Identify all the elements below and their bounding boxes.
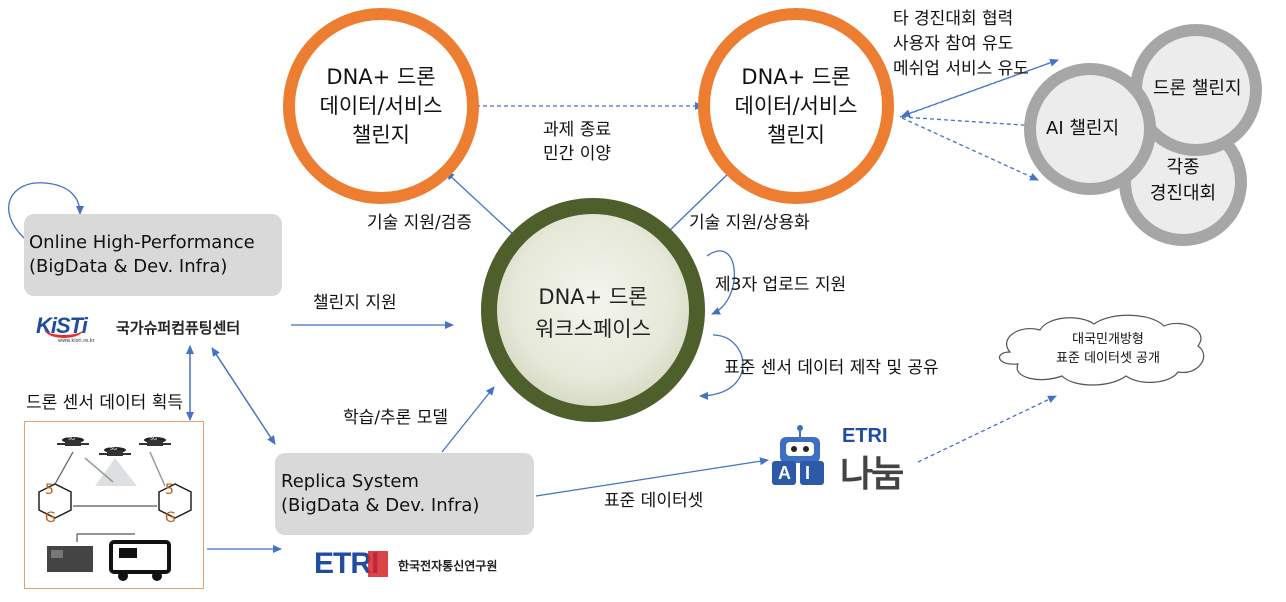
etri-nanum-word: 나눔 xyxy=(840,454,904,495)
arrow-open-data xyxy=(917,395,1057,463)
5g-tag-drone-center: 5G xyxy=(110,446,118,452)
challenge-right-circle xyxy=(698,8,894,204)
arrow-to-contests xyxy=(901,117,1039,181)
replica-box xyxy=(275,453,534,535)
arrow-tech-support-verify xyxy=(445,171,515,236)
arrow-standard-dataset xyxy=(535,457,769,497)
third-party-upload-label: 제3자 업로드 지원 xyxy=(715,275,847,295)
arrow-tech-support-commercial xyxy=(667,168,734,233)
etri-nanum-mark: ETRI xyxy=(842,425,888,447)
sensor-image: 5G 5G 5G 5 G 5 G xyxy=(24,421,204,589)
5g-hexagon-right xyxy=(158,483,192,519)
open-data-cloud-text: 대국민개방형 표준 데이터셋 공개 xyxy=(1056,332,1160,366)
etri-nanum-logo: AI ETRI 나눔 xyxy=(770,423,920,495)
ai-challenge-circle xyxy=(1024,63,1156,195)
task-end-label: 과제 종료 민간 이양 xyxy=(543,120,611,164)
sensor-illustration xyxy=(38,437,192,581)
etri-logo: ETRI 한국전자통신연구원 xyxy=(314,547,514,581)
online-box xyxy=(24,214,282,296)
5g-hex-right-g: G xyxy=(165,510,176,526)
drone-challenge-label: 드론 챌린지 xyxy=(1153,78,1242,99)
sensor-acquisition-label: 드론 센서 데이터 획득 xyxy=(26,393,183,413)
challenge-right-text: DNA+ 드론 데이터/서비스 챌린지 xyxy=(734,65,858,147)
contests-label: 각종 경진대회 xyxy=(1149,157,1217,204)
loop-online xyxy=(8,182,84,239)
server-icon xyxy=(47,546,93,572)
challenge-support-label: 챌린지 지원 xyxy=(313,293,397,313)
drone-icon xyxy=(99,447,131,456)
5g-hex-left-5: 5 xyxy=(45,482,54,498)
loop-standard-sensor xyxy=(699,334,744,400)
drone-icon xyxy=(139,437,171,446)
other-contest-label: 타 경진대회 협력 사용자 참여 유도 메쉬업 서비스 유도 xyxy=(893,9,1029,79)
5g-tag-drone-right: 5G xyxy=(150,436,158,442)
5g-hex-left-g: G xyxy=(45,510,56,526)
open-data-cloud xyxy=(999,314,1205,386)
workspace-text: DNA+ 드론 워크스페이스 xyxy=(535,285,651,341)
tech-support-commercial-label: 기술 지원/상용화 xyxy=(689,213,810,233)
arrow-learning-model xyxy=(441,386,495,453)
etri-name: 한국전자통신연구원 xyxy=(398,559,498,573)
kisti-logo: KiSTi www.kisti.re.kr 국가슈퍼컴퓨팅센터 xyxy=(36,313,286,347)
ai-robot-icon xyxy=(772,425,824,485)
loop-third-party xyxy=(706,250,736,315)
learning-model-label: 학습/추론 모델 xyxy=(343,408,448,428)
5g-hex-right-5: 5 xyxy=(165,482,174,498)
standard-dataset-label: 표준 데이터셋 xyxy=(604,491,704,511)
standard-sensor-label: 표준 센서 데이터 제작 및 공유 xyxy=(724,358,939,378)
arrow-to-ai-challenge xyxy=(901,116,1039,130)
kisti-url: www.kisti.re.kr xyxy=(58,338,95,344)
ai-robot-text: AI xyxy=(778,463,824,483)
etri-logo-r-accent xyxy=(368,551,388,577)
kisti-name: 국가슈퍼컴퓨팅센터 xyxy=(116,319,241,337)
online-box-text: Online High-Performance (BigData & Dev. … xyxy=(29,232,255,277)
tech-support-verify-label: 기술 지원/검증 xyxy=(367,213,472,233)
replica-box-text: Replica System (BigData & Dev. Infra) xyxy=(281,471,480,516)
ai-challenge-label: AI 챌린지 xyxy=(1046,118,1120,139)
challenge-left-circle xyxy=(283,8,479,204)
kisti-logo-swoosh xyxy=(44,319,84,338)
5g-tag-drone-left: 5G xyxy=(68,436,76,442)
spray-cone xyxy=(95,458,137,486)
drone-icon xyxy=(57,437,89,446)
challenge-left-text: DNA+ 드론 데이터/서비스 챌린지 xyxy=(319,65,443,147)
